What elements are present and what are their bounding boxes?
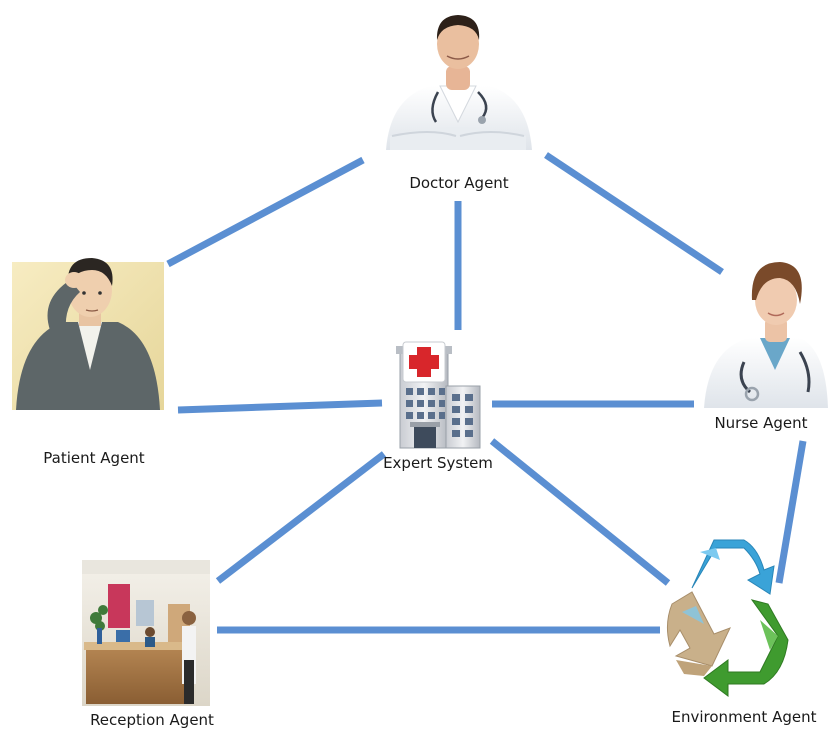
connector-doctor-nurse bbox=[544, 152, 724, 275]
nurse-icon bbox=[704, 262, 828, 408]
recycle-icon bbox=[666, 539, 789, 697]
expert-system-label: Expert System bbox=[383, 454, 493, 472]
nurse-agent-label: Nurse Agent bbox=[714, 414, 807, 432]
hospital-icon bbox=[396, 341, 481, 449]
connector-patient-expert bbox=[177, 399, 383, 414]
patient-agent-label: Patient Agent bbox=[43, 449, 145, 467]
doctor-icon bbox=[386, 15, 532, 150]
patient-icon bbox=[12, 258, 164, 410]
environment-agent-label: Environment Agent bbox=[672, 708, 817, 726]
connector-nurse-environment bbox=[775, 440, 807, 584]
connector-expert-environment bbox=[489, 438, 671, 586]
doctor-agent-label: Doctor Agent bbox=[409, 174, 508, 192]
connector-patient-doctor bbox=[166, 156, 365, 268]
connector-expert-reception bbox=[215, 451, 387, 584]
connectors bbox=[166, 152, 807, 634]
reception-agent-label: Reception Agent bbox=[90, 711, 214, 729]
reception-desk-icon bbox=[82, 560, 210, 706]
